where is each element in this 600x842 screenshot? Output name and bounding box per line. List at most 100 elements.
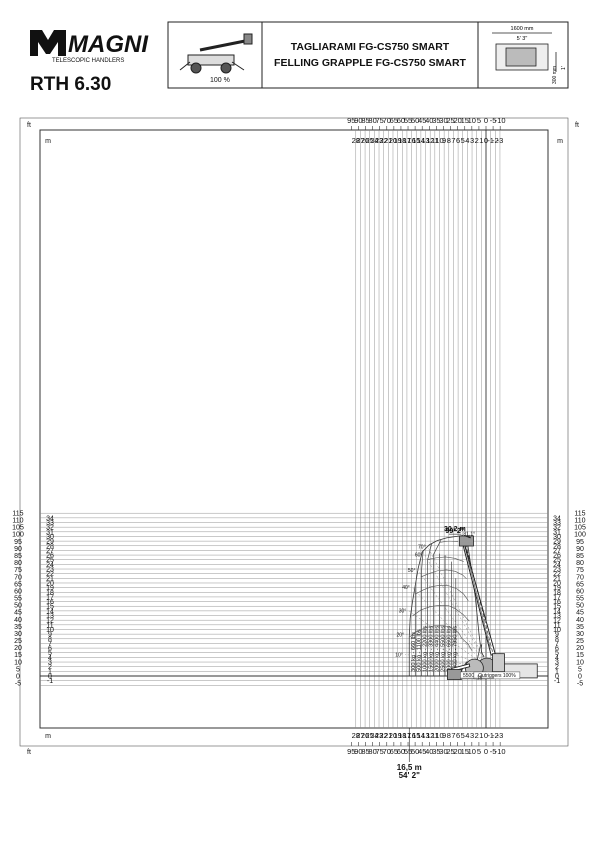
x-tick-m-bottom: 13 (421, 731, 429, 740)
x-tick-ft-top: 0 (484, 116, 488, 125)
x-tick-ft-bottom: 15 (461, 747, 469, 756)
load-zone-label: 2500 kg - 5500 lbs (440, 626, 446, 672)
x-tick-m-top: -1 (487, 136, 494, 145)
capacity-curve (438, 540, 459, 543)
axis-unit-ft: ft (27, 122, 31, 129)
x-tick-m-bottom: 25 (366, 731, 374, 740)
y-tick-m-right: 24 (553, 562, 561, 569)
outer-frame (19, 117, 569, 747)
x-tick-m-bottom: 28 (352, 731, 360, 740)
y-tick-ft-left: 65 (14, 581, 22, 588)
x-tick-ft-bottom: 55 (404, 747, 412, 756)
x-tick-m-top: 1 (479, 136, 483, 145)
x-tick-m-top: 14 (417, 136, 425, 145)
x-tick-m-bottom: 19 (393, 731, 401, 740)
x-tick-ft-top: 40 (425, 116, 433, 125)
zone-boundary (420, 549, 424, 676)
x-tick-m-top: 26 (361, 136, 369, 145)
outriggers-label: Outriggers 100% (478, 673, 516, 679)
x-tick-m-top: 20 (389, 136, 397, 145)
y-tick-m-right: 15 (553, 604, 561, 611)
grapple-front-view (492, 32, 557, 72)
x-tick-ft-top: 10 (468, 116, 476, 125)
y-tick-m-right: 17 (553, 594, 561, 601)
y-tick-m-right: 25 (553, 557, 561, 564)
y-tick-m-left: 28 (46, 543, 54, 550)
x-tick-ft-bottom: 85 (361, 747, 369, 756)
x-tick-m-bottom: 18 (398, 731, 406, 740)
x-tick-m-top: -3 (497, 136, 504, 145)
x-tick-m-bottom: 14 (417, 731, 425, 740)
x-tick-ft-top: 50 (411, 116, 419, 125)
y-tick-ft-left: 90 (14, 546, 22, 553)
x-tick-m-top: 19 (393, 136, 401, 145)
height-ft: 1' (561, 66, 567, 70)
x-tick-m-bottom: 0 (484, 731, 488, 740)
x-tick-m-top: 16 (407, 136, 415, 145)
y-tick-m-right: 31 (553, 529, 561, 536)
x-tick-m-bottom: 20 (389, 731, 397, 740)
x-tick-ft-bottom: 0 (484, 747, 488, 756)
brand-name: MAGNI (68, 31, 149, 58)
x-tick-m-top: 18 (398, 136, 406, 145)
y-tick-m-right: 27 (553, 548, 561, 555)
x-tick-ft-bottom: 10 (468, 747, 476, 756)
y-tick-m-left: 14 (46, 608, 54, 615)
max-reach-m: 16,5 m (397, 763, 422, 772)
y-tick-ft-left: 30 (14, 631, 22, 638)
x-tick-ft-bottom: 20 (453, 747, 461, 756)
x-tick-m-bottom: 4 (465, 731, 469, 740)
y-tick-m-right: 19 (553, 585, 561, 592)
x-tick-ft-bottom: 40 (425, 747, 433, 756)
y-tick-ft-left: 80 (14, 560, 22, 567)
angle-label: 20° (397, 632, 405, 638)
capacity-curve (409, 625, 473, 652)
x-tick-ft-bottom: 35 (432, 747, 440, 756)
x-tick-m-bottom: 7 (451, 731, 455, 740)
y-tick-m-left: 16 (46, 599, 54, 606)
x-tick-ft-top: 25 (446, 116, 454, 125)
x-tick-m-top: 5 (461, 136, 465, 145)
y-tick-ft-left: 85 (14, 553, 22, 560)
y-tick-m-left: 27 (46, 548, 54, 555)
outriggers-box (473, 671, 521, 680)
x-tick-ft-bottom: 65 (390, 747, 398, 756)
x-tick-ft-bottom: 25 (446, 747, 454, 756)
x-tick-m-bottom: -3 (497, 731, 504, 740)
load-zone-label: 500 kg - 1100 lbs (417, 629, 423, 672)
axis-ticks: 2828272726262525242423232222212120201919… (12, 116, 586, 756)
x-tick-m-bottom: 15 (412, 731, 420, 740)
x-tick-m-bottom: 6 (456, 731, 460, 740)
y-tick-m-left: 7 (48, 641, 52, 648)
y-tick-m-right: 14 (553, 608, 561, 615)
y-tick-m-left: -1 (47, 678, 53, 685)
y-tick-ft-right: 55 (576, 596, 584, 603)
x-tick-ft-bottom: 5 (477, 747, 481, 756)
x-tick-m-bottom: 16 (407, 731, 415, 740)
x-tick-ft-top: 35 (432, 116, 440, 125)
machine-thumbnail (179, 33, 253, 74)
header-box (167, 21, 569, 89)
y-tick-ft-left: 95 (14, 539, 22, 546)
y-tick-m-left: 31 (46, 529, 54, 536)
y-tick-m-left: 6 (48, 646, 52, 653)
y-tick-ft-left: 105 (12, 525, 24, 532)
y-tick-m-left: 11 (46, 622, 53, 629)
x-tick-ft-top: 15 (461, 116, 469, 125)
boom-head (464, 534, 471, 539)
x-tick-ft-top: 85 (361, 116, 369, 125)
axis-unit-ft: ft (575, 122, 579, 129)
x-tick-ft-top: 5 (477, 116, 481, 125)
y-tick-ft-right: 100 (574, 532, 586, 539)
x-tick-m-bottom: 8 (447, 731, 451, 740)
x-tick-m-top: 23 (375, 136, 383, 145)
x-tick-m-bottom: 22 (380, 731, 388, 740)
x-tick-ft-bottom: -10 (495, 747, 506, 756)
y-tick-m-right: 7 (555, 641, 559, 648)
magni-logo: MAGNI TELESCOPIC HANDLERS (30, 30, 149, 64)
load-zone-label: 1000 kg - 2200 lbs (423, 626, 429, 672)
x-tick-ft-bottom: 95 (347, 747, 355, 756)
y-tick-ft-right: 60 (576, 588, 584, 595)
